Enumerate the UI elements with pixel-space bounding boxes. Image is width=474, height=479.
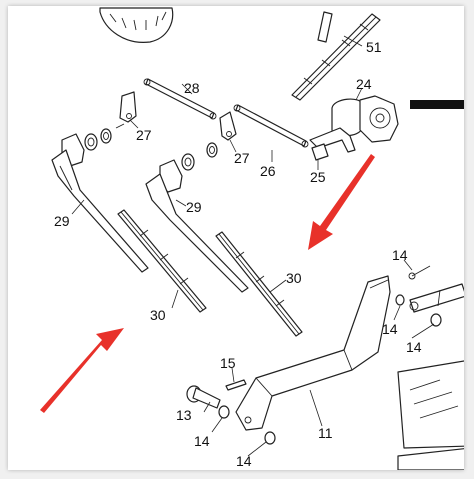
callout-15: 15 — [220, 355, 236, 371]
washer-14b — [430, 313, 442, 327]
wiper-blade-right — [215, 231, 303, 337]
parts-diagram-frame: 51 24 28 27 27 26 25 29 29 30 30 14 14 1… — [8, 6, 464, 470]
mounting-bracket-11 — [235, 275, 391, 431]
wiper-motor-24 — [309, 95, 399, 153]
leader-lines — [71, 35, 435, 457]
side-link — [409, 283, 464, 313]
black-bar — [410, 100, 464, 109]
washer-14c — [218, 405, 230, 419]
callout-25: 25 — [310, 169, 326, 185]
callout-30-left: 30 — [150, 307, 166, 323]
callout-29-right: 29 — [186, 199, 202, 215]
callout-14-mid-left: 14 — [382, 321, 398, 337]
callout-29-left: 29 — [54, 213, 70, 229]
tire-illustration — [99, 7, 174, 43]
callout-26: 26 — [260, 163, 276, 179]
callout-27-right: 27 — [234, 150, 250, 166]
callout-14-bottom: 14 — [236, 453, 252, 469]
callout-51: 51 — [366, 39, 382, 55]
red-arrow-lower — [40, 328, 124, 413]
link-rod-26 — [233, 104, 309, 148]
washer-14a — [395, 294, 405, 306]
glass-pane-upper — [397, 360, 464, 449]
wiper-arm-right — [145, 173, 249, 293]
callout-30-right: 30 — [286, 270, 302, 286]
wiper-blade-left — [117, 209, 207, 313]
hardware-clip-top — [408, 265, 431, 280]
callout-labels: 51 24 28 27 27 26 25 29 29 30 30 14 14 1… — [54, 39, 422, 469]
wiper-arm-left — [51, 149, 149, 273]
pivot-lever-left — [119, 91, 137, 123]
callout-27-left: 27 — [136, 127, 152, 143]
callout-28: 28 — [184, 80, 200, 96]
callout-14-mid-right: 14 — [406, 339, 422, 355]
wiper-blade-51 — [291, 11, 381, 101]
nut-washer-set-right — [159, 142, 218, 193]
callout-11: 11 — [318, 425, 333, 441]
bracket-25 — [311, 143, 329, 161]
nut-washer-set-left — [61, 123, 125, 167]
pin-15 — [225, 379, 247, 391]
glass-pane-lower — [397, 448, 464, 470]
callout-14-bottom-left: 14 — [194, 433, 210, 449]
callout-24: 24 — [356, 76, 372, 92]
washer-14d — [264, 431, 276, 445]
pivot-lever-right — [219, 111, 237, 141]
callout-14-top: 14 — [392, 247, 408, 263]
callout-13: 13 — [176, 407, 192, 423]
red-arrow-upper — [308, 154, 375, 250]
wiper-assembly-diagram: 51 24 28 27 27 26 25 29 29 30 30 14 14 1… — [40, 7, 464, 470]
bolt-13 — [186, 385, 221, 409]
link-rod-28 — [143, 78, 217, 120]
